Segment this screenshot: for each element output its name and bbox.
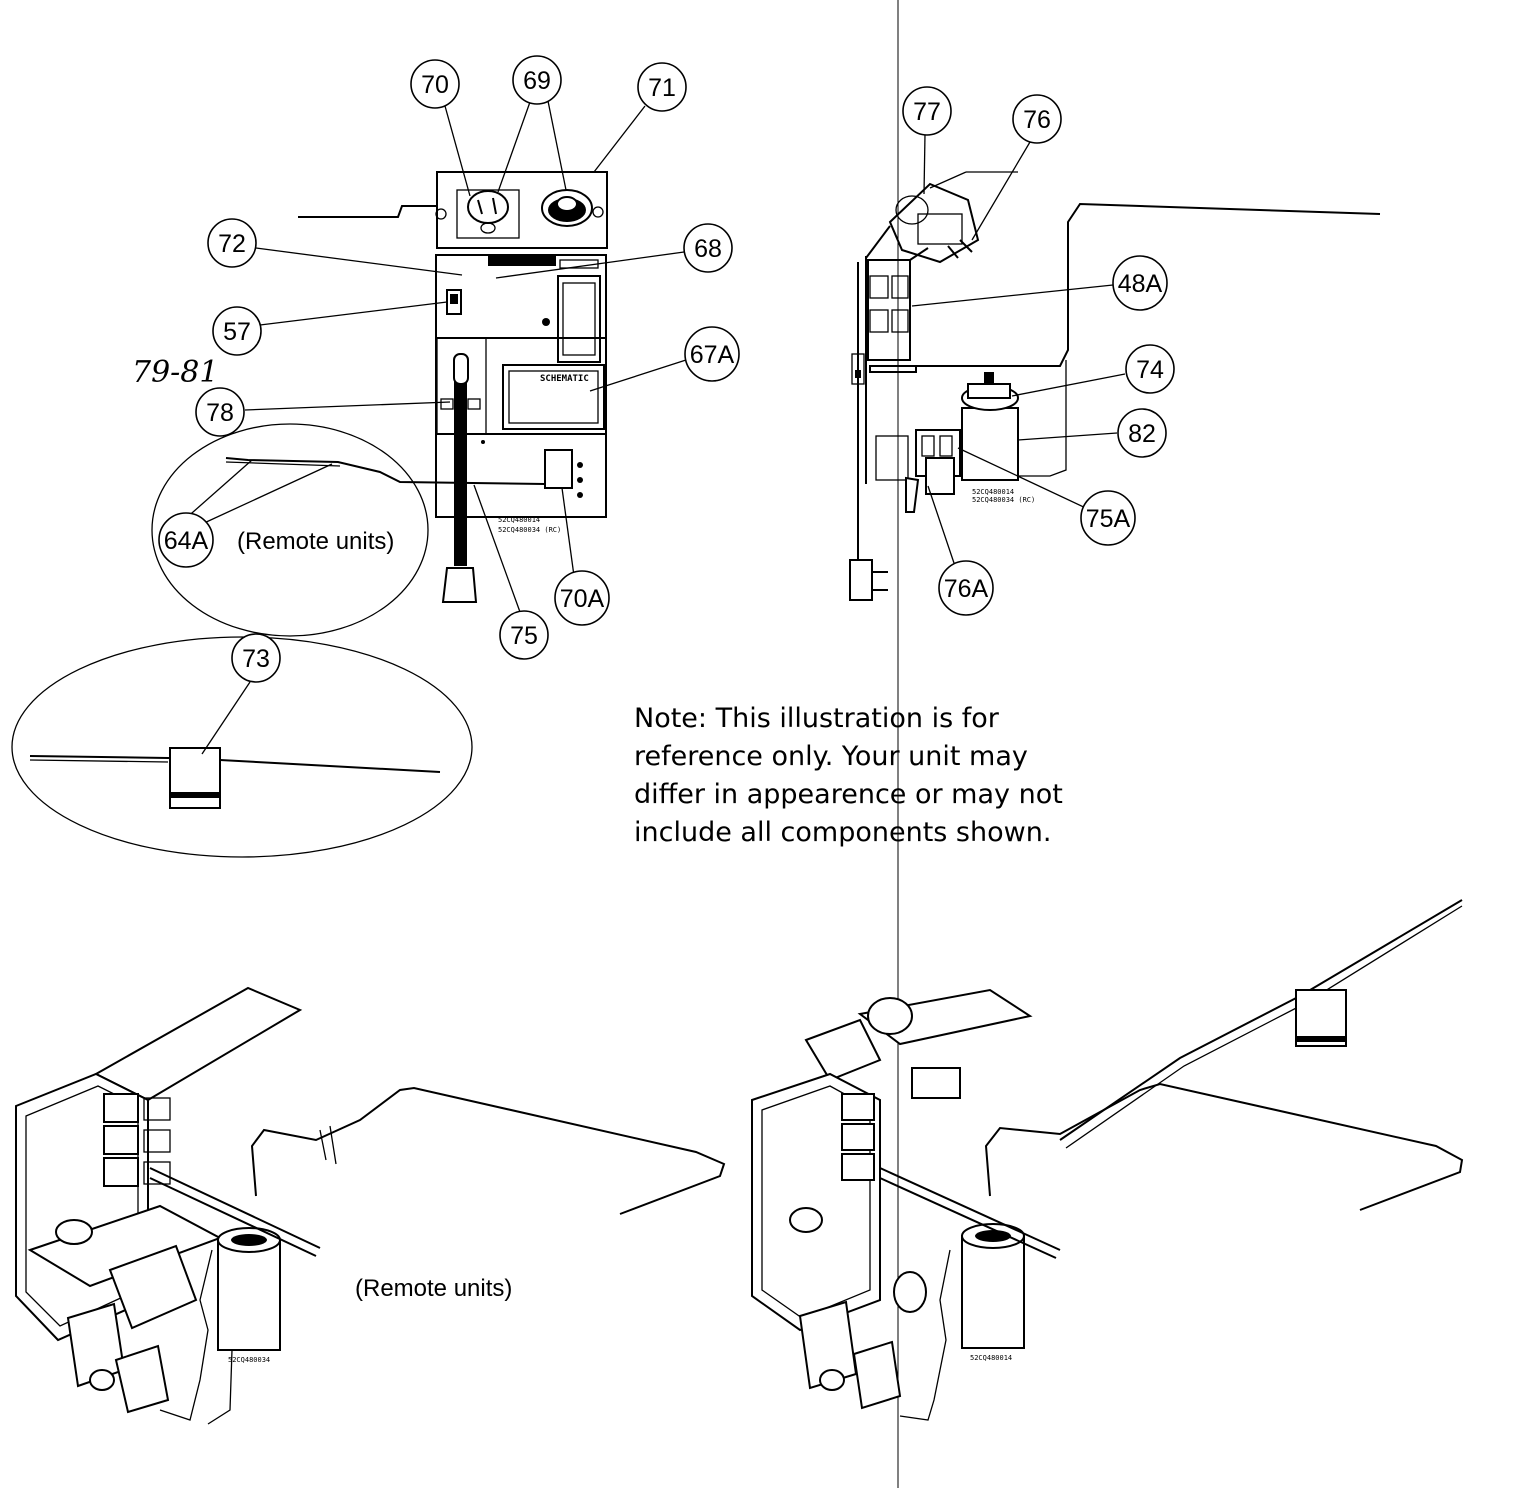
- callout-77: 77: [902, 86, 952, 136]
- callout-label: 73: [242, 645, 270, 673]
- callout-74: 74: [1125, 344, 1175, 394]
- callout-label: 71: [648, 74, 676, 102]
- callout-circle: [1112, 255, 1168, 311]
- callout-57: 57: [212, 306, 262, 356]
- leader-lines-top-left: [183, 100, 687, 755]
- callout-circle: [195, 387, 245, 437]
- callout-circle: [1080, 490, 1136, 546]
- control-panel-front: SCHEMATIC 52CQ480014 52CQ480034 (RC): [225, 171, 608, 603]
- callout-label: 67A: [690, 341, 735, 369]
- callout-label: 75A: [1086, 505, 1131, 533]
- callout-circle: [212, 306, 262, 356]
- callout-circle: [158, 512, 214, 568]
- model-label-d: 52CQ480014: [970, 1354, 1012, 1362]
- callout-72: 72: [207, 218, 257, 268]
- isometric-assembly-remote: 52CQ480034: [15, 986, 726, 1425]
- callout-circle: [683, 223, 733, 273]
- callout-label: 82: [1128, 420, 1156, 448]
- callout-circle: [410, 59, 460, 109]
- callout-label: 76A: [944, 575, 989, 603]
- callout-circle: [637, 62, 687, 112]
- callout-circle: [1117, 408, 1167, 458]
- callout-circle: [512, 55, 562, 105]
- remote-units-label-top: (Remote units): [237, 528, 394, 555]
- sensor-73-detail: [11, 636, 473, 858]
- callout-71: 71: [637, 62, 687, 112]
- callout-48A: 48A: [1112, 255, 1168, 311]
- callout-64A: 64A: [158, 512, 214, 568]
- model-label-a1: 52CQ480014: [498, 516, 540, 524]
- callout-label: 74: [1136, 356, 1164, 384]
- callout-circle: [554, 570, 610, 626]
- callout-76: 76: [1012, 94, 1062, 144]
- callout-70: 70: [410, 59, 460, 109]
- callout-circle: [231, 633, 281, 683]
- remote-units-label-bottom: (Remote units): [355, 1275, 512, 1302]
- note-line-1: Note: This illustration is for: [634, 703, 999, 734]
- callout-label: 48A: [1118, 270, 1163, 298]
- schematic-label: SCHEMATIC: [540, 374, 589, 384]
- callout-circle: [1125, 344, 1175, 394]
- callout-label: 64A: [164, 527, 209, 555]
- callout-67A: 67A: [684, 326, 740, 382]
- callout-label: 78: [206, 399, 234, 427]
- callout-82: 82: [1117, 408, 1167, 458]
- callouts: 70 69 71 72 68 57 67A 78 64A 70A 75 73 77 76 48A 74 82 75…: [158, 55, 1175, 683]
- note-line-2: reference only. Your unit may: [634, 741, 1028, 772]
- callout-label: 68: [694, 235, 722, 263]
- handwritten-range-label: 79-81: [132, 355, 218, 390]
- callout-circle: [684, 326, 740, 382]
- isometric-assembly-standard: 52CQ480014: [751, 899, 1464, 1421]
- callout-label: 70: [421, 71, 449, 99]
- model-label-b2: 52CQ480034 (RC): [972, 496, 1035, 504]
- callout-circle: [207, 218, 257, 268]
- reference-note: Note: This illustration is for reference…: [634, 700, 1104, 852]
- callout-circle: [902, 86, 952, 136]
- callout-68: 68: [683, 223, 733, 273]
- callout-75: 75: [499, 610, 549, 660]
- callout-label: 72: [218, 230, 246, 258]
- callout-73: 73: [231, 633, 281, 683]
- callout-label: 69: [523, 67, 551, 95]
- callout-75A: 75A: [1080, 490, 1136, 546]
- control-assembly-side: 52CQ480014 52CQ480034 (RC): [849, 171, 1381, 601]
- callout-circle: [1012, 94, 1062, 144]
- remote-units-ellipse-top: [151, 423, 429, 637]
- callout-circle: [938, 560, 994, 616]
- callout-label: 77: [913, 98, 941, 126]
- note-line-4: include all components shown.: [634, 817, 1052, 848]
- callout-76A: 76A: [938, 560, 994, 616]
- callout-69: 69: [512, 55, 562, 105]
- callout-label: 57: [223, 318, 251, 346]
- callout-label: 75: [510, 622, 538, 650]
- callout-label: 76: [1023, 106, 1051, 134]
- callout-label: 70A: [560, 585, 605, 613]
- model-label-b1: 52CQ480014: [972, 488, 1014, 496]
- model-label-a2: 52CQ480034 (RC): [498, 526, 561, 534]
- callout-78: 78: [195, 387, 245, 437]
- note-line-3: differ in appearence or may not: [634, 779, 1063, 810]
- callout-70A: 70A: [554, 570, 610, 626]
- callout-circle: [499, 610, 549, 660]
- model-label-c: 52CQ480034: [228, 1356, 270, 1364]
- leader-lines-top-right: [911, 133, 1126, 567]
